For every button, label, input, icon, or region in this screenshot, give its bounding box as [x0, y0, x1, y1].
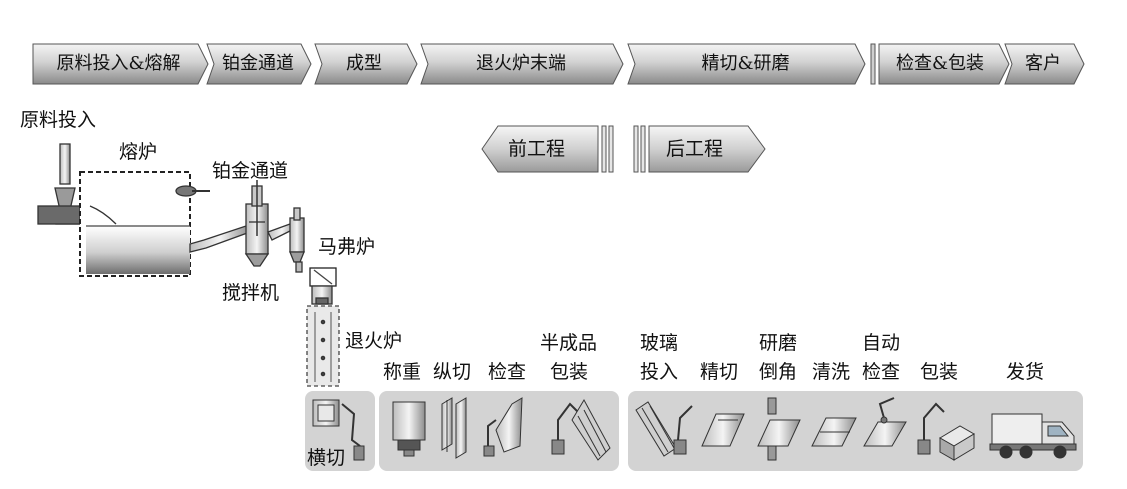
pack-icon [917, 402, 975, 461]
chevron-step [314, 43, 418, 85]
step-label-cut-grind: 精切&研磨 [701, 53, 790, 74]
cleaning-label: 清洗 [812, 361, 851, 383]
back-process-arrow [648, 125, 766, 173]
fine-cut-label: 精切 [700, 361, 739, 383]
inspection-icon [483, 397, 523, 457]
cross-cut-icon [312, 399, 365, 461]
semi-finished-label: 半成品 [540, 332, 598, 354]
step-icons [312, 397, 1077, 461]
muffle-furnace-label: 马弗炉 [318, 236, 376, 258]
step-label-forming: 成型 [346, 53, 382, 74]
cross-cut-label: 横切 [307, 447, 346, 469]
back-process-label: 后工程 [666, 138, 724, 160]
melting-furnace-drawing [37, 143, 340, 387]
slitting-icon [441, 397, 467, 459]
cleaning-icon [811, 417, 857, 447]
chevron-step [878, 43, 1010, 85]
step-label-customer: 客户 [1025, 53, 1061, 74]
inspection-label: 检查 [488, 361, 527, 383]
raw-input-label: 原料投入 [20, 109, 97, 131]
auto-inspection-label-line1: 自动 [862, 332, 901, 354]
platinum-channel-label: 铂金通道 [212, 160, 289, 182]
semi-pack-label: 包装 [550, 361, 589, 383]
direction-arrows [481, 125, 766, 173]
chevron-step [627, 43, 866, 85]
weighing-label: 称重 [383, 361, 422, 383]
annealing-furnace-label: 退火炉 [345, 330, 403, 352]
glass-label-line1: 玻璃 [640, 332, 679, 354]
auto-inspection-label-line2: 检查 [862, 361, 901, 383]
stirrer-label: 搅拌机 [222, 282, 280, 304]
front-process-arrow [481, 125, 599, 173]
grinding-label-line2: 倒角 [759, 361, 798, 383]
pack-label: 包装 [920, 361, 959, 383]
glass-label-line2: 投入 [640, 361, 679, 383]
process-chevron-bar [32, 43, 1085, 85]
weighing-icon [392, 401, 426, 457]
step-label-melting: 原料投入&熔解 [56, 53, 181, 74]
step-label-inspect-pack: 检查&包装 [895, 53, 985, 74]
chevron-step [1004, 43, 1085, 85]
melting-furnace-label: 熔炉 [119, 141, 158, 163]
step-label-annealing-end: 退火炉末端 [476, 53, 566, 74]
slitting-label: 纵切 [433, 361, 472, 383]
step-label-platinum: 铂金通道 [222, 53, 294, 74]
grinding-label-line1: 研磨 [759, 332, 798, 354]
grinding-icon [757, 397, 801, 461]
fine-cut-icon [701, 413, 745, 447]
shipping-label: 发货 [1006, 361, 1045, 383]
glass-input-icon [635, 401, 693, 457]
chevron-step [32, 43, 209, 85]
semi-pack-icon [551, 398, 611, 461]
chevron-step [206, 43, 312, 85]
auto-inspection-icon [863, 397, 907, 447]
front-process-label: 前工程 [508, 138, 566, 160]
separator-bar [870, 43, 876, 85]
truck-icon [989, 413, 1077, 459]
chevron-step [420, 43, 624, 85]
